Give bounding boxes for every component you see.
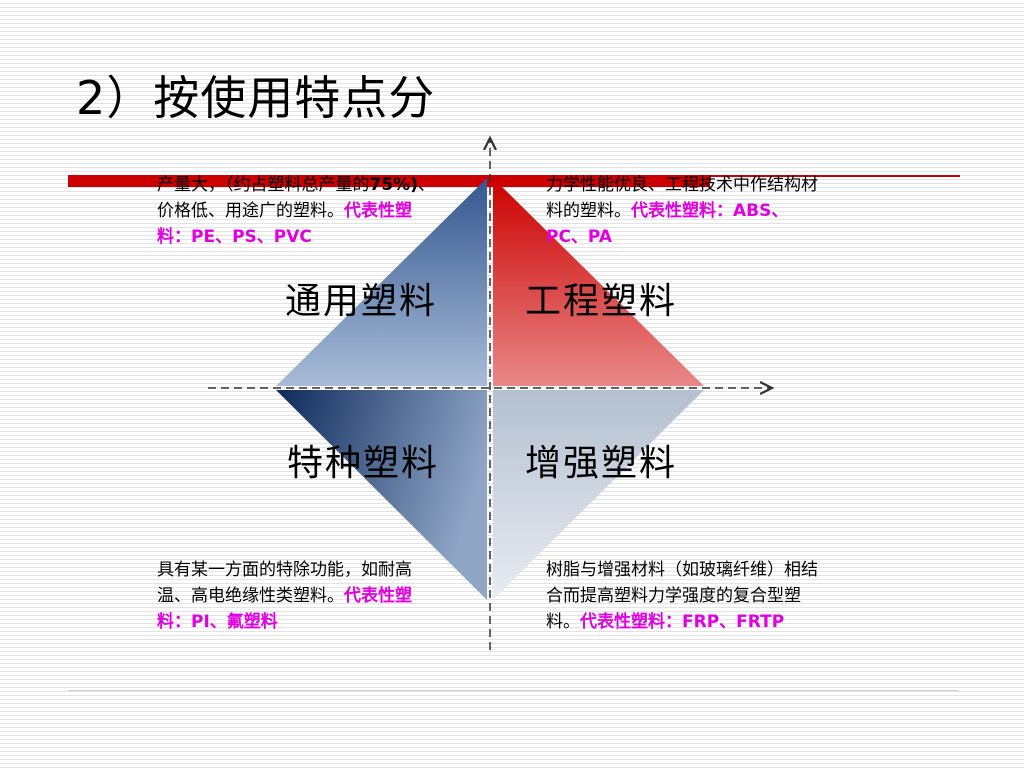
- title-underline-bar: [68, 175, 710, 187]
- quadrant-label-reinforced: 增强塑料: [525, 443, 678, 484]
- description-general: 产量大，（约占塑料总产量的75%)、价格低、用途广的塑料。代表性塑料：PE、PS…: [157, 172, 437, 250]
- description-general-bold: 75%): [369, 175, 418, 195]
- footer-divider: [68, 690, 958, 691]
- description-general-text: 产量大，（约占塑料总产量的: [157, 175, 370, 195]
- description-special: 具有某一方面的特除功能，如耐高温、高电绝缘性类塑料。代表性塑料：PI、氟塑料: [157, 557, 437, 635]
- quadrant-bottom-right-shape: [493, 390, 704, 600]
- quadrant-label-special: 特种塑料: [287, 443, 440, 484]
- description-engineering-text: 力学性能优良、工程技术中作结构材料的塑料。: [546, 175, 818, 221]
- description-general-text-2: 、价格低、用途广的塑料。: [157, 175, 435, 221]
- description-reinforced: 树脂与增强材料（如玻璃纤维）相结合而提高塑料力学强度的复合型塑料。代表性塑料：F…: [546, 557, 826, 635]
- quadrant-bottom-left-shape: [276, 390, 487, 600]
- title-underline-line: [710, 175, 960, 177]
- quadrant-label-general: 通用塑料: [285, 281, 438, 322]
- slide-title: 2）按使用特点分: [76, 71, 436, 125]
- description-engineering: 力学性能优良、工程技术中作结构材料的塑料。代表性塑料：ABS、PC、PA: [546, 172, 826, 250]
- quadrant-top-left-shape: [276, 178, 487, 386]
- quadrant-top-right-shape: [493, 178, 704, 386]
- description-general-highlight: 代表性塑料：PE、PS、PVC: [157, 201, 412, 247]
- quadrant-label-engineering: 工程塑料: [525, 281, 678, 322]
- description-reinforced-text: 树脂与增强材料（如玻璃纤维）相结合而提高塑料力学强度的复合型塑料。: [546, 560, 818, 632]
- description-special-text: 具有某一方面的特除功能，如耐高温、高电绝缘性类塑料。: [157, 560, 412, 606]
- description-special-highlight: 代表性塑料：PI、氟塑料: [157, 586, 412, 632]
- description-reinforced-highlight: 代表性塑料：FRP、FRTP: [580, 612, 785, 632]
- description-engineering-highlight: 代表性塑料：ABS、PC、PA: [546, 201, 789, 247]
